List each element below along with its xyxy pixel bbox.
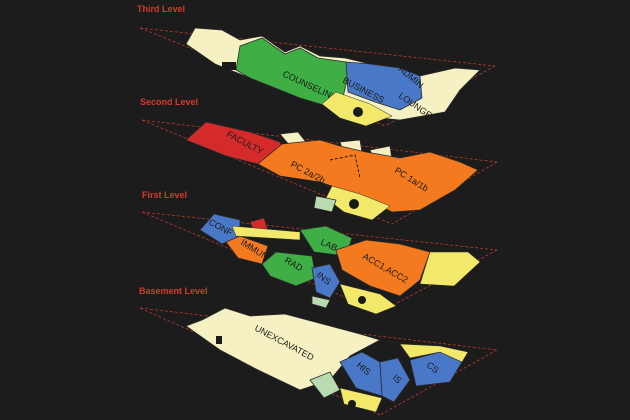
- first-level-outline-top: [141, 211, 498, 251]
- basement-unexcavated-zone: [185, 307, 382, 391]
- first-level-outline-left: [141, 211, 381, 313]
- first-immun-zone: [225, 235, 269, 265]
- second-faculty-zone: [185, 121, 286, 165]
- first-stair-icon: [358, 296, 366, 304]
- first-level-title: First Level: [142, 190, 187, 200]
- second-level-title: Second Level: [140, 97, 198, 107]
- basement-detail-block: [216, 336, 222, 344]
- second-level: Second Level FACULTY PC 2a/2b PC 1a/1b: [140, 97, 498, 225]
- basement-corridor-2: [339, 387, 383, 413]
- first-level: First Level CONF IMMUN LAB RAD INS ACC1,…: [141, 190, 498, 315]
- second-light-green: [313, 195, 337, 213]
- third-level-outline-top: [139, 27, 496, 67]
- third-detail-block: [222, 62, 236, 70]
- basement-cs-zone: [409, 351, 463, 387]
- basement-is-zone: [379, 357, 411, 403]
- second-dashed-wall: [329, 154, 361, 179]
- basement-corridor-1: [399, 343, 469, 363]
- first-corridor-2: [419, 251, 481, 287]
- basement-stair-icon: [348, 400, 356, 408]
- basement-level-title: Basement Level: [139, 286, 208, 296]
- first-acc-zone: [335, 239, 431, 297]
- first-corridor-1: [231, 225, 301, 241]
- first-corridor-3: [339, 283, 397, 315]
- basement-level: Basement Level UNEXCAVATED HIS IS CS: [139, 286, 498, 416]
- basement-light-green: [309, 371, 341, 399]
- first-light-green: [311, 295, 331, 309]
- third-level-title: Third Level: [137, 4, 185, 14]
- third-admin-zone: [345, 61, 423, 111]
- third-stair-icon: [353, 107, 363, 117]
- second-stair-icon: [349, 199, 359, 209]
- first-ins-zone: [311, 263, 341, 299]
- third-level: Third Level COUNSELING ADMIN BUSINESS LO…: [137, 4, 496, 127]
